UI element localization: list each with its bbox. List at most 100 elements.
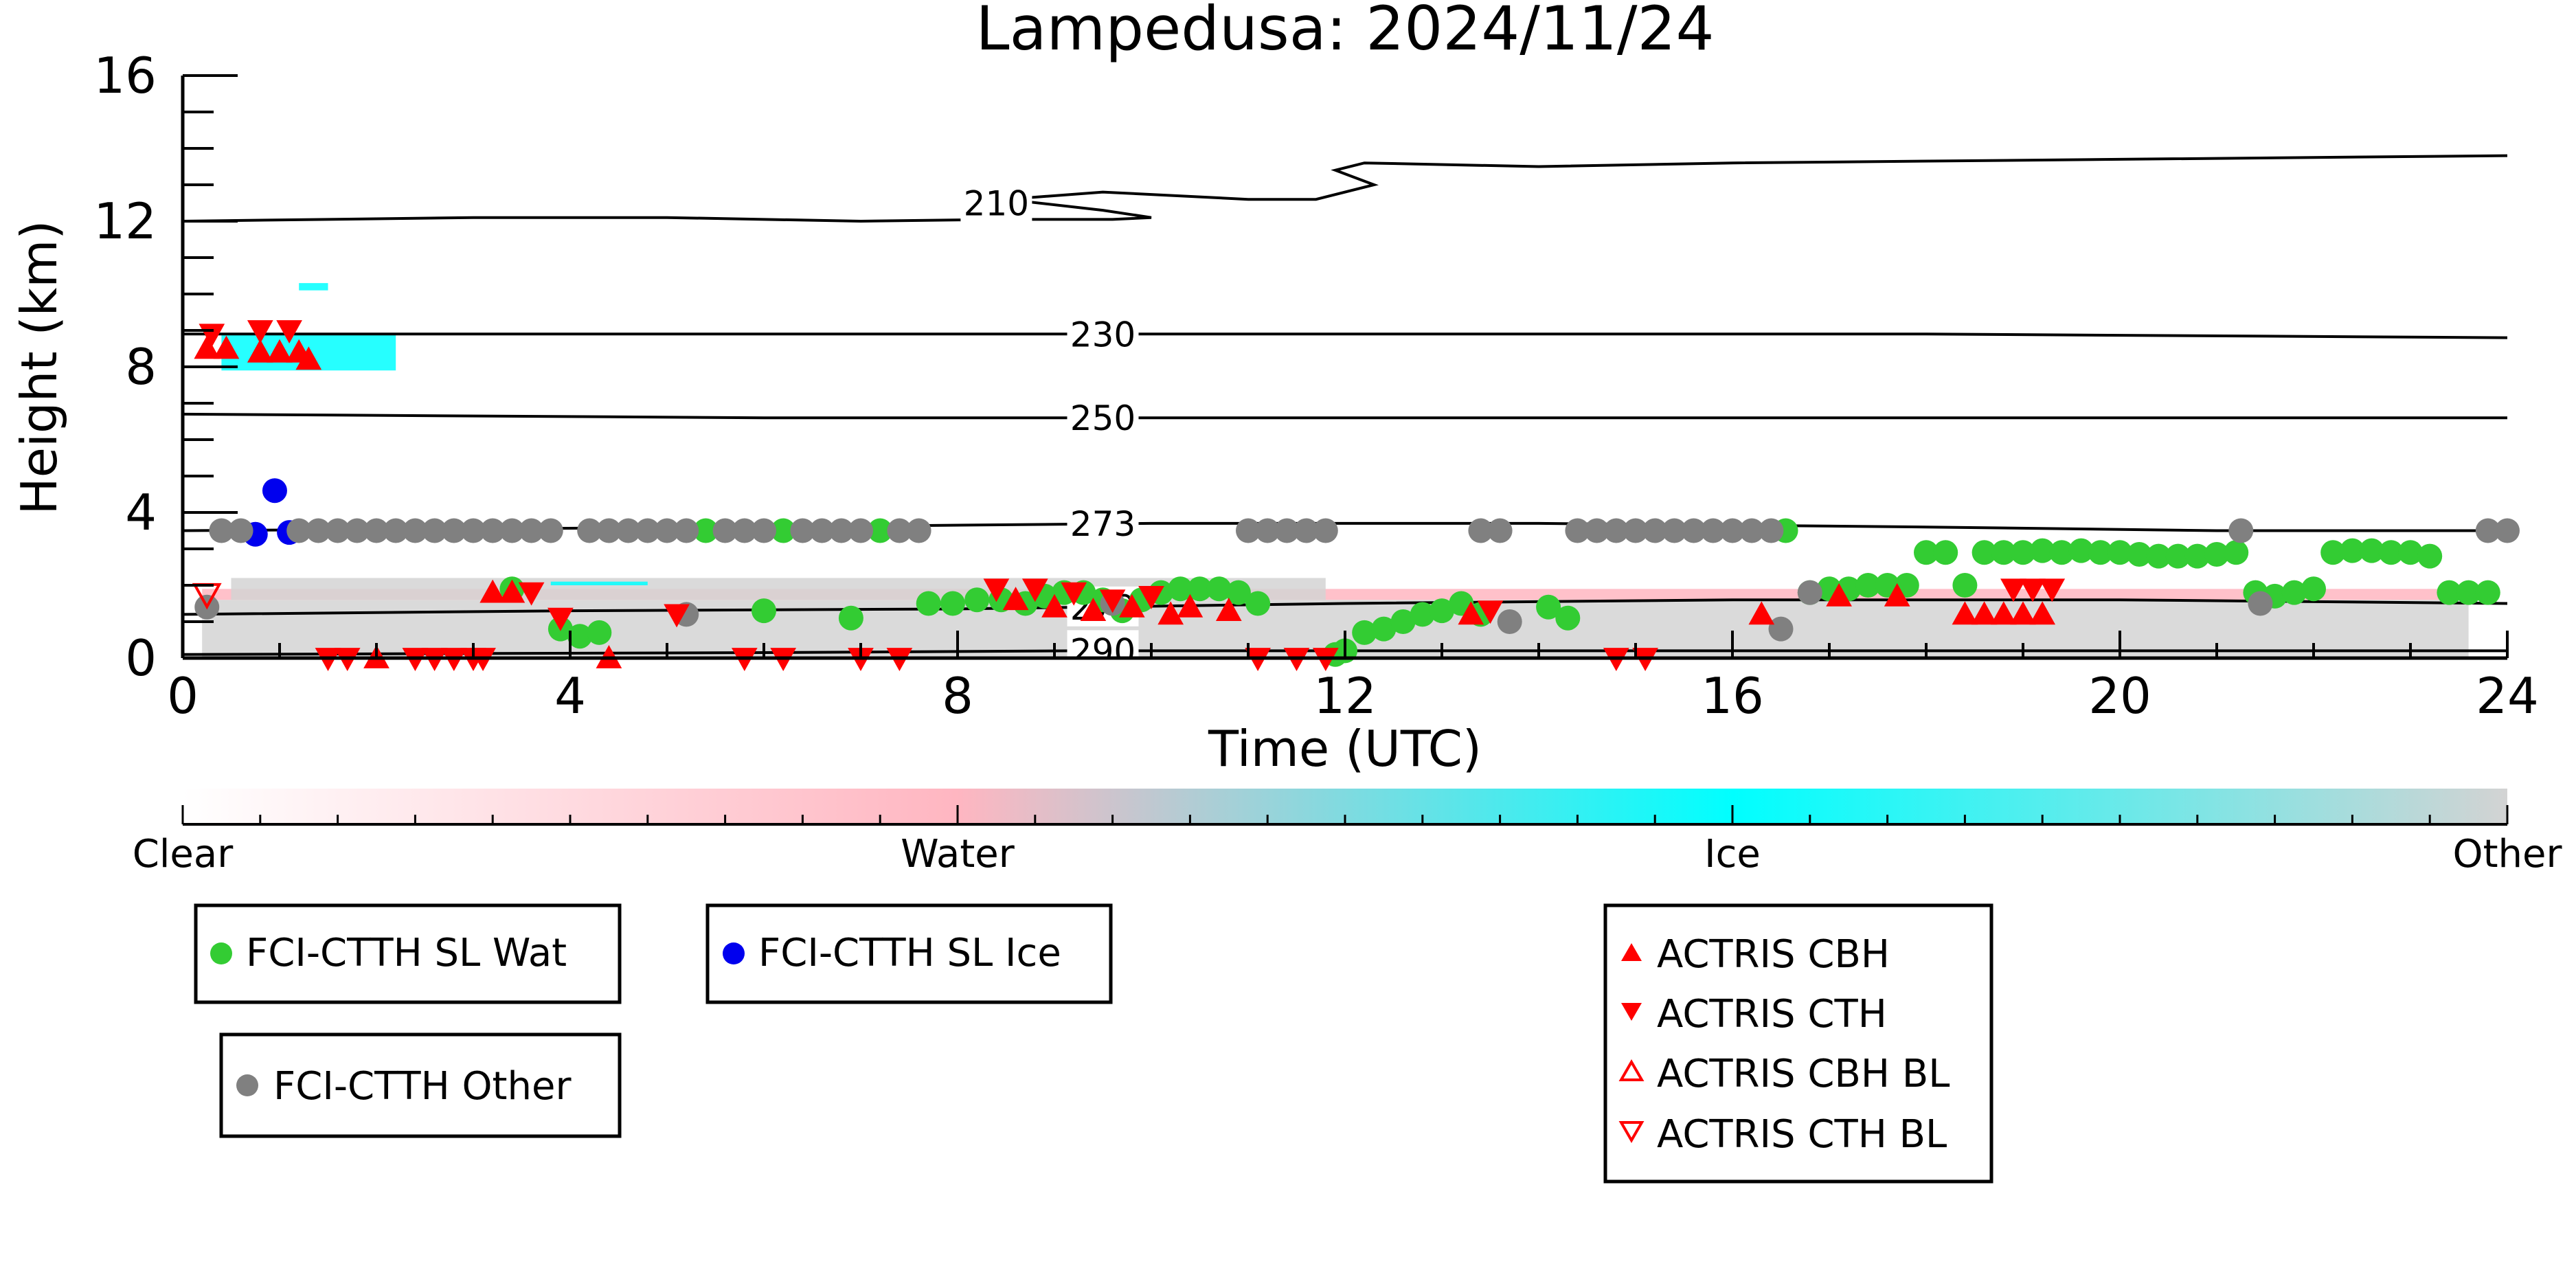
phase-background xyxy=(202,283,2469,658)
x-tick-label: 4 xyxy=(554,667,586,725)
point-fci-ctth-sl-wat xyxy=(838,605,863,631)
point-fci-ctth-other xyxy=(306,518,331,543)
legend-marker-actris-cbh xyxy=(1621,943,1642,961)
point-fci-ctth-sl-wat xyxy=(1991,540,2016,565)
point-actris-cth xyxy=(1021,578,1048,602)
point-fci-ctth-other xyxy=(422,518,447,543)
point-fci-ctth-other xyxy=(1603,518,1629,543)
legend-box-wat xyxy=(194,903,622,1004)
point-fci-ctth-other xyxy=(2228,518,2254,543)
legend-label-other: FCI-CTTH Other xyxy=(273,1064,572,1109)
y-tick-label: 8 xyxy=(125,338,157,396)
legend-box-ice xyxy=(705,903,1113,1004)
point-fci-ctth-sl-wat xyxy=(1187,576,1212,602)
legends: FCI-CTTH SL Wat FCI-CTTH SL Ice FCI-CTTH… xyxy=(194,903,1993,1184)
point-fci-ctth-other xyxy=(383,518,409,543)
legend-marker-other xyxy=(236,1074,258,1096)
point-actris-cbh xyxy=(1884,583,1910,607)
point-fci-ctth-sl-wat xyxy=(2437,580,2462,605)
point-fci-ctth-sl-wat xyxy=(868,518,893,543)
legend-marker-actris-cbh-bl xyxy=(1618,1059,1645,1081)
axes xyxy=(181,76,2507,660)
point-fci-ctth-sl-wat xyxy=(2088,540,2113,565)
point-fci-ctth-sl-wat xyxy=(1914,540,1939,565)
point-actris-cbh xyxy=(1080,598,1107,621)
point-fci-ctth-sl-wat xyxy=(2475,580,2500,605)
point-fci-ctth-sl-wat xyxy=(1555,605,1581,631)
legend-marker-actris-cth-bl xyxy=(1618,1121,1645,1144)
point-fci-ctth-other xyxy=(1497,609,1522,634)
point-fci-ctth-other xyxy=(403,518,428,543)
point-actris-cth xyxy=(2039,578,2066,602)
point-actris-cbh xyxy=(1157,601,1184,625)
point-fci-ctth-other xyxy=(1236,518,1261,543)
point-fci-ctth-sl-wat xyxy=(940,591,965,616)
point-fci-ctth-sl-wat xyxy=(2301,576,2326,602)
contour-label-250: 250 xyxy=(1070,398,1136,438)
point-fci-ctth-sl-wat xyxy=(1371,616,1397,642)
contour-label-210: 210 xyxy=(964,184,1029,224)
point-actris-cth xyxy=(547,607,574,631)
x-tick-label: 8 xyxy=(942,667,973,725)
point-fci-ctth-other xyxy=(577,518,602,543)
data-markers xyxy=(192,320,2520,672)
point-fci-ctth-sl-wat xyxy=(1225,580,1251,605)
point-actris-cth xyxy=(1099,589,1126,613)
legend-label-ice: FCI-CTTH SL Ice xyxy=(758,931,1061,975)
point-fci-ctth-other xyxy=(1739,518,1765,543)
colorbar-label: Water xyxy=(901,832,1015,877)
point-fci-ctth-other xyxy=(809,518,835,543)
point-actris-cth xyxy=(2000,578,2026,602)
point-fci-ctth-other xyxy=(615,518,641,543)
point-fci-ctth-sl-wat xyxy=(2049,540,2075,565)
legend-label-wat: FCI-CTTH SL Wat xyxy=(246,931,567,975)
point-fci-ctth-sl-wat xyxy=(567,624,593,649)
legend-label-actris-cth: ACTRIS CTH xyxy=(1657,992,1887,1037)
point-fci-ctth-sl-wat xyxy=(2011,540,2035,565)
contour-label-230: 230 xyxy=(1070,315,1136,354)
point-fci-ctth-sl-wat xyxy=(2108,540,2132,565)
point-fci-ctth-other xyxy=(1797,580,1822,605)
point-fci-ctth-sl-wat xyxy=(2281,580,2307,605)
point-fci-ctth-other xyxy=(2475,518,2500,543)
point-fci-ctth-other xyxy=(1623,518,1648,543)
y-axis-label: Height (km) xyxy=(10,221,68,515)
legend-box-other xyxy=(219,1032,622,1138)
colorbar-label: Other xyxy=(2452,832,2562,877)
legend-label-actris-cbh-bl: ACTRIS CBH BL xyxy=(1657,1052,1950,1096)
point-actris-cbh xyxy=(1118,594,1145,618)
point-fci-ctth-sl-wat xyxy=(2127,541,2152,567)
point-fci-ctth-other xyxy=(1759,518,1784,543)
point-actris-cbh xyxy=(1458,601,1484,625)
point-actris-cth xyxy=(664,604,690,628)
point-fci-ctth-other xyxy=(1565,518,1590,543)
point-actris-cbh xyxy=(1748,601,1775,625)
point-fci-ctth-other xyxy=(461,518,486,543)
point-fci-ctth-sl-wat xyxy=(1536,594,1561,620)
point-fci-ctth-sl-wat xyxy=(693,518,719,543)
point-fci-ctth-sl-wat xyxy=(1168,576,1193,602)
point-fci-ctth-sl-wat xyxy=(1933,540,1958,565)
y-tick-label: 4 xyxy=(125,484,157,541)
contour-label-bg-273 xyxy=(1067,502,1139,543)
chart-title: Lampedusa: 2024/11/24 xyxy=(976,0,1715,64)
point-actris-cth xyxy=(1061,582,1087,606)
point-fci-ctth-other xyxy=(674,518,699,543)
point-actris-cbh xyxy=(1177,594,1204,618)
point-fci-ctth-other xyxy=(1584,518,1609,543)
point-actris-cbh xyxy=(1952,601,1978,625)
contour-label-273: 273 xyxy=(1070,504,1136,544)
point-actris-cbh xyxy=(499,579,526,603)
point-fci-ctth-sl-wat xyxy=(1971,540,1997,565)
point-fci-ctth-sl-wat xyxy=(1245,591,1271,616)
point-fci-ctth-other xyxy=(364,518,389,543)
point-fci-ctth-other xyxy=(499,518,525,543)
point-fci-ctth-sl-wat xyxy=(964,587,990,613)
point-actris-cbh xyxy=(2029,601,2056,625)
point-actris-cbh xyxy=(1971,601,1998,625)
point-fci-ctth-sl-wat xyxy=(587,620,612,645)
point-fci-ctth-sl-wat xyxy=(2320,540,2346,565)
point-fci-ctth-other xyxy=(1313,518,1338,543)
